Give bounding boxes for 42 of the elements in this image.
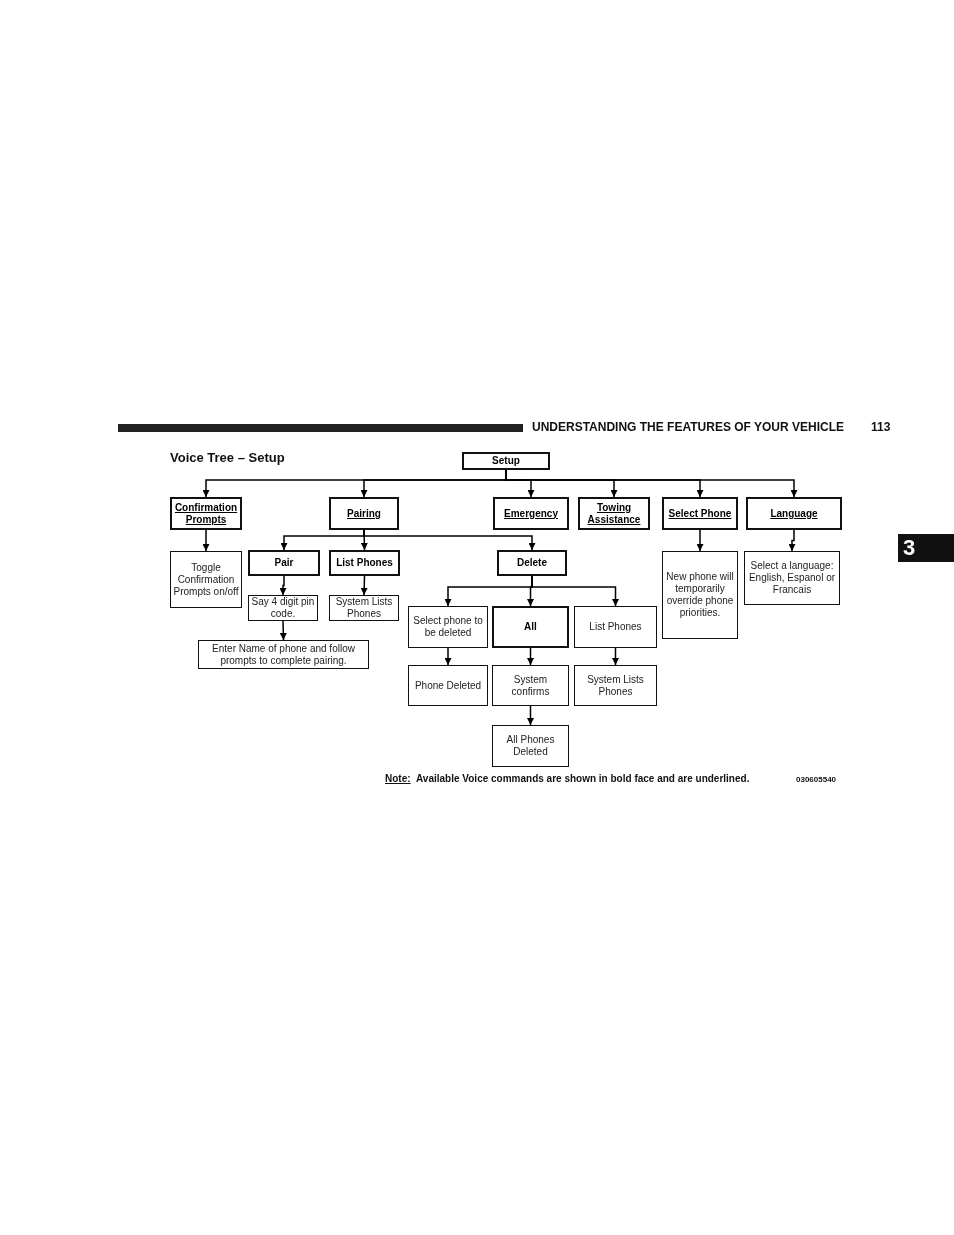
command-box: Towing Assistance [578, 497, 650, 530]
menu-box: Setup [462, 452, 550, 470]
result-box: Phone Deleted [408, 665, 488, 706]
command-box: Pairing [329, 497, 399, 530]
result-box: All Phones Deleted [492, 725, 569, 767]
result-box: Toggle Confirmation Prompts on/off [170, 551, 242, 608]
page-number: 113 [871, 420, 891, 434]
chapter-number: 3 [903, 535, 916, 561]
arrow [505, 469, 798, 498]
arrow [527, 705, 534, 726]
result-box: List Phones [574, 606, 657, 648]
result-box: System Lists Phones [329, 595, 399, 621]
result-box: System confirms [492, 665, 569, 706]
result-box: Select a language: English, Espanol or Francais [744, 551, 840, 605]
arrow [531, 575, 619, 607]
arrow [360, 575, 368, 596]
arrow [279, 575, 287, 596]
figure-code: 030605540 [796, 775, 837, 784]
diagram-title: Voice Tree – Setup [170, 450, 285, 465]
result-box: Say 4 digit pin code. [248, 595, 318, 621]
menu-box: All [492, 606, 569, 648]
command-box: Confirmation Prompts [170, 497, 242, 530]
arrow [202, 529, 210, 552]
header-text: UNDERSTANDING THE FEATURES OF YOUR VEHICLE [532, 420, 845, 434]
menu-box: Pair [248, 550, 320, 576]
arrow [527, 647, 534, 666]
command-box: Emergency [493, 497, 569, 530]
result-box: System Lists Phones [574, 665, 657, 706]
arrow [444, 647, 452, 666]
result-box: Enter Name of phone and follow prompts to complete pairing. [198, 640, 369, 669]
menu-box: Delete [497, 550, 567, 576]
command-box: Language [746, 497, 842, 530]
result-box: Select phone to be deleted [408, 606, 488, 648]
arrow [279, 620, 287, 641]
command-box: Select Phone [662, 497, 738, 530]
menu-box: List Phones [329, 550, 400, 576]
note-label: Note: [385, 773, 411, 784]
result-box: New phone will temporarily override phone priorities. [662, 551, 738, 639]
arrow [696, 529, 704, 552]
arrow [363, 529, 536, 551]
arrow [612, 647, 619, 666]
arrow [788, 529, 796, 552]
